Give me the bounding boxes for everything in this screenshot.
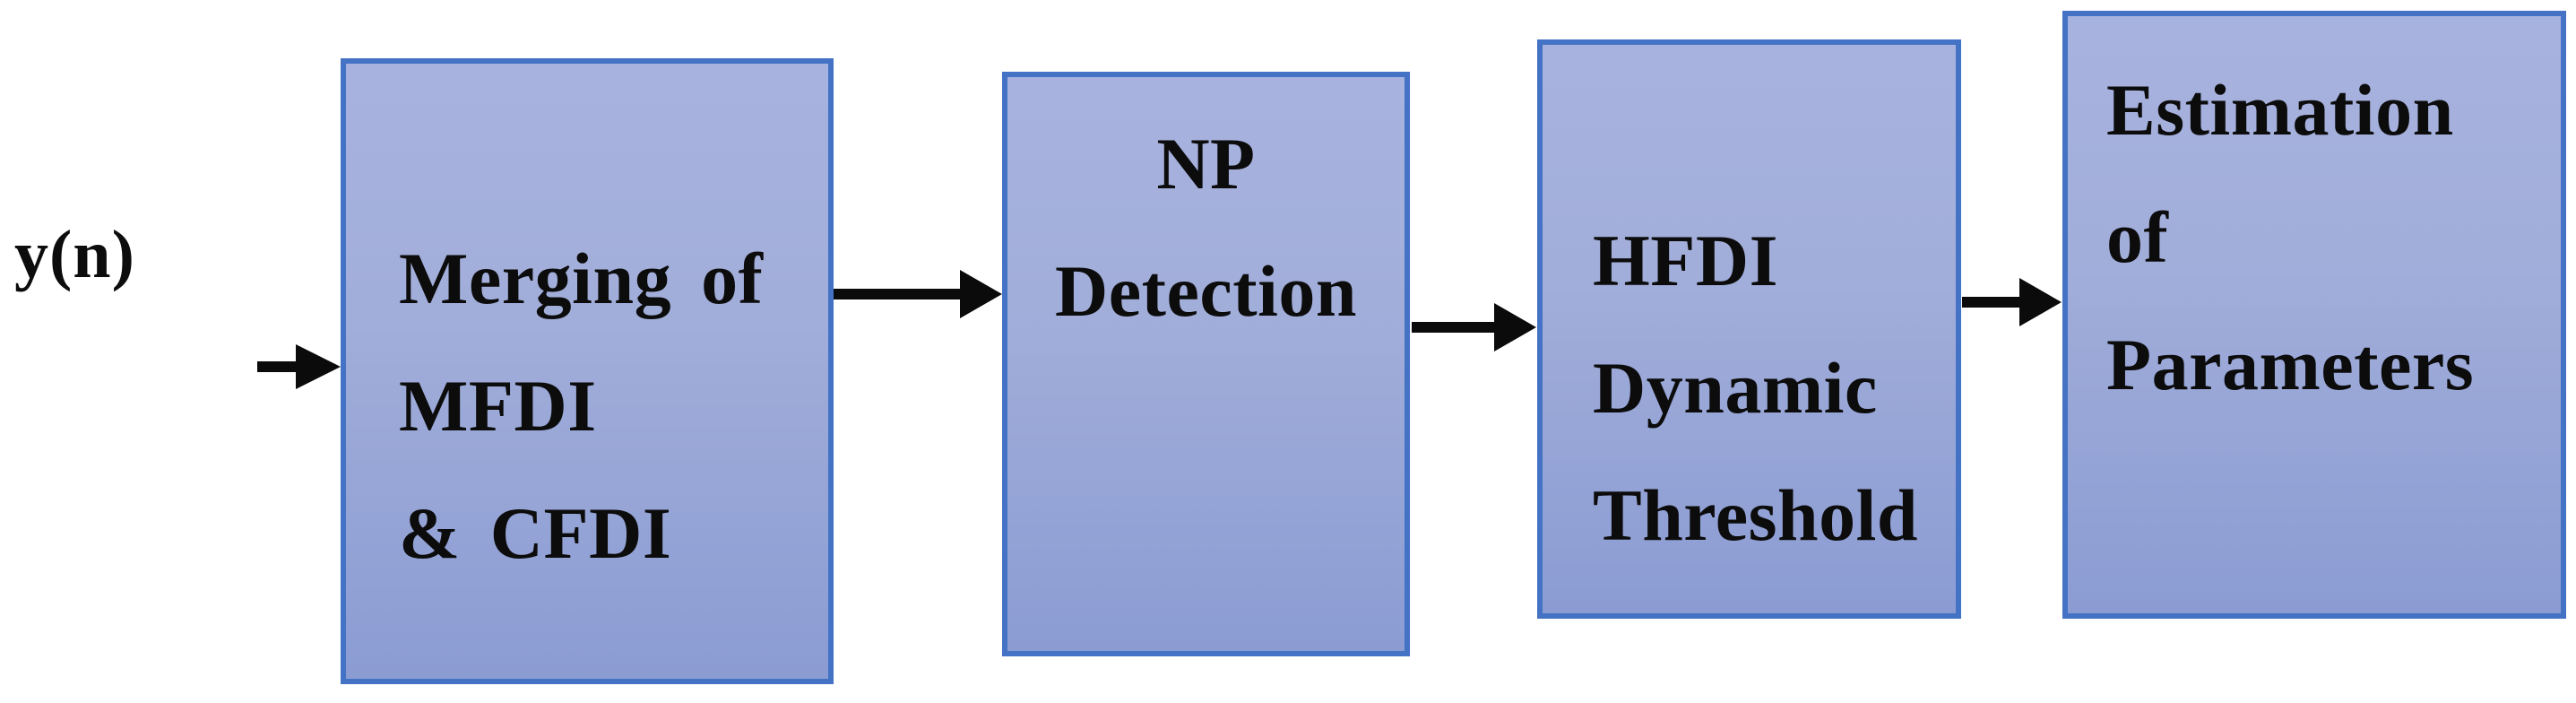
box-estimation-line-1: Estimation bbox=[2106, 69, 2454, 151]
arrow-hfdi-to-estimation bbox=[1962, 278, 2062, 326]
input-signal-label: y(n) bbox=[14, 217, 135, 292]
input-arrow bbox=[257, 344, 341, 389]
arrow-head-icon bbox=[2019, 278, 2062, 326]
arrow-head-icon bbox=[296, 344, 341, 389]
arrow-head-icon bbox=[1494, 303, 1536, 352]
arrow-merging-to-np bbox=[834, 270, 1002, 318]
box-estimation-line-2: of bbox=[2106, 196, 2169, 278]
arrow-shaft bbox=[1962, 297, 2019, 308]
box-estimation: Estimation of Parameters bbox=[2062, 11, 2566, 619]
box-merging: Merging of MFDI & CFDI bbox=[341, 58, 834, 684]
box-hfdi-threshold: HFDI Dynamic Threshold bbox=[1537, 39, 1961, 619]
box-estimation-line-3: Parameters bbox=[2106, 324, 2475, 405]
box-merging-line-1: Merging of bbox=[399, 238, 764, 319]
box-hfdi-line-1: HFDI bbox=[1593, 220, 1778, 301]
arrow-shaft bbox=[834, 289, 960, 299]
box-hfdi-line-3: Threshold bbox=[1593, 474, 1919, 556]
box-merging-line-2: MFDI bbox=[399, 365, 597, 447]
arrow-np-to-hfdi bbox=[1412, 303, 1536, 352]
box-np-line-1: NP bbox=[1156, 123, 1256, 204]
arrow-shaft bbox=[1412, 322, 1494, 333]
box-merging-line-3: & CFDI bbox=[399, 492, 672, 574]
arrow-head-icon bbox=[960, 270, 1002, 318]
box-hfdi-line-2: Dynamic bbox=[1593, 347, 1878, 429]
box-np-detection: NP Detection bbox=[1002, 72, 1410, 656]
box-np-line-2: Detection bbox=[1055, 250, 1357, 332]
arrow-shaft bbox=[257, 361, 296, 372]
